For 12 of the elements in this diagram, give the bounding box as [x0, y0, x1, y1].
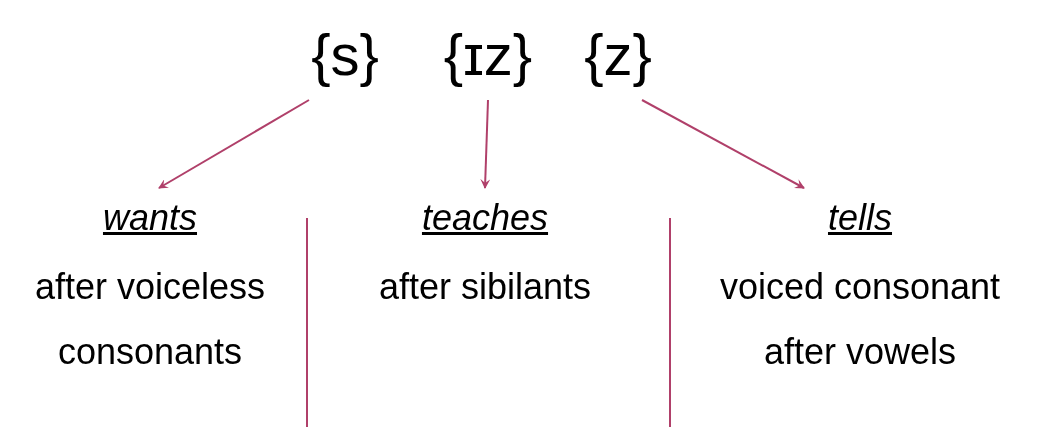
morpheme-label: {s} [311, 22, 379, 87]
example-word: teaches [421, 196, 549, 240]
morpheme-label: {ɪz} [443, 22, 533, 87]
arrow [480, 99, 491, 189]
morpheme-label: {z} [584, 22, 652, 87]
rule-text: voiced consonant after vowels [718, 265, 1002, 374]
arrow [158, 99, 310, 189]
rule-text: after voiceless consonants [33, 265, 267, 374]
rule-text: after sibilants [377, 265, 593, 309]
arrow [641, 99, 805, 189]
example-word: tells [828, 196, 892, 240]
example-word: wants [102, 196, 197, 240]
